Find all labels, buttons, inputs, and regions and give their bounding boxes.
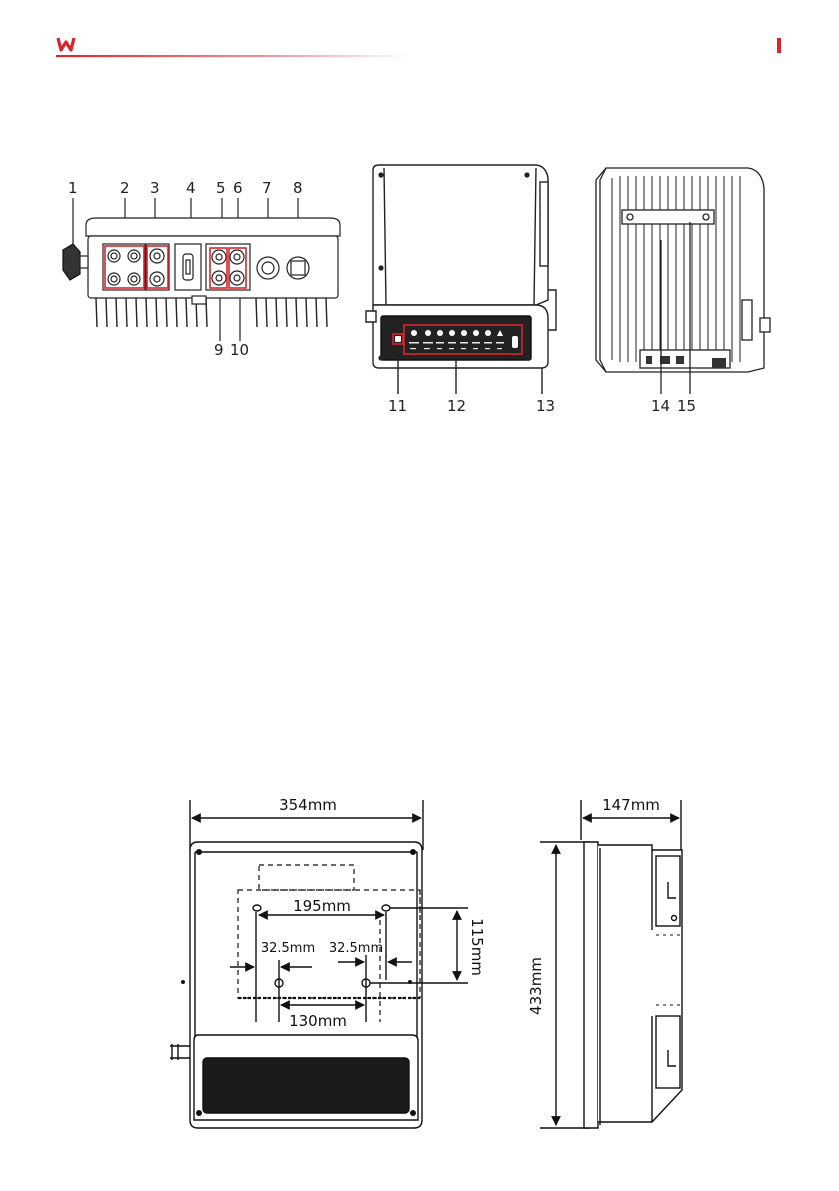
dim-vertical-label: 115mm [468,918,486,976]
dim-height-label: 433mm [527,957,545,1015]
dim-hole-bottom-label: 130mm [289,1012,347,1030]
side-dimension-view [540,800,682,1128]
dim-depth-label: 147mm [602,796,660,814]
dim-hole-top-label: 195mm [293,897,351,915]
dim-offset-left-label: 32.5mm [261,941,315,956]
dim-offset-right-label: 32.5mm [329,941,383,956]
dim-width-label: 354mm [279,796,337,814]
front-dimension-view [170,800,468,1128]
